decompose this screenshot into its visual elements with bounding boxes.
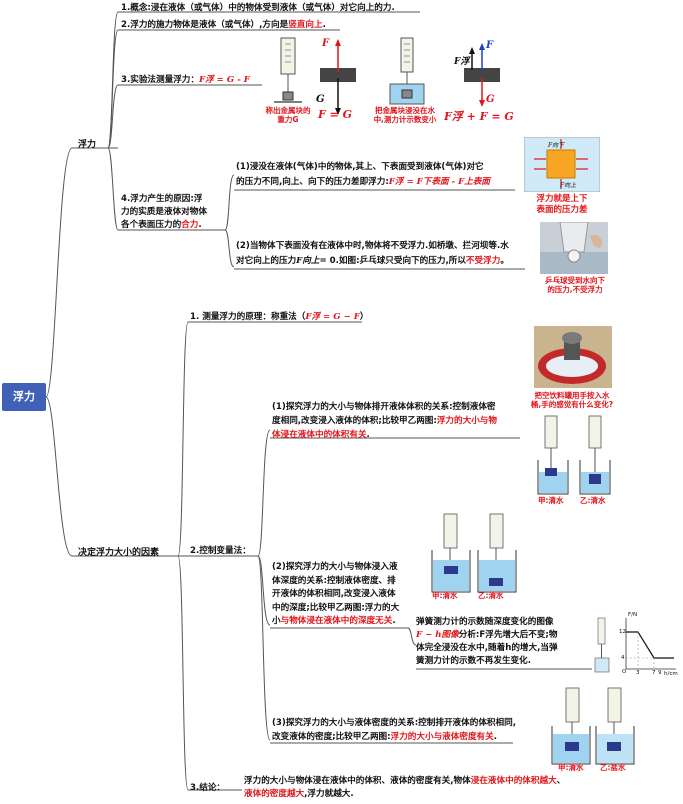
root-node[interactable]: 浮力 — [2, 383, 46, 411]
item-concept[interactable]: 1.概念:浸在液体（或气体）中的物体受到液体（或气体）对它向上的力. — [121, 3, 395, 13]
graph-tick-9: 9 — [658, 670, 662, 676]
sub3-beakers — [551, 687, 635, 765]
cube-top-label: F向下 — [548, 142, 565, 149]
factors-item3-label[interactable]: 3.结论： — [190, 783, 226, 793]
item-measure-formula: F浮 = G - F — [199, 75, 250, 85]
sub2-beakers — [431, 513, 517, 593]
sub3-yi-label: 乙:盐水 — [600, 763, 626, 772]
pressure-cube-figure — [524, 137, 600, 192]
cause-sub1-line1: (1)浸没在液体(气体)中的物体,其上、下表面受到液体(气体)对它 — [236, 162, 484, 172]
graph-tick-7: 7 — [652, 670, 656, 676]
fig-label-G1: G — [316, 94, 325, 105]
item-source-highlight: 竖直向上 — [288, 20, 323, 30]
cause-sub2[interactable]: (2)当物体下表面没有在液体中时,物体将不受浮力.如桥墩、拦河坝等.水 对它向上… — [236, 239, 509, 269]
factors-item1[interactable]: 1. 测量浮力的原理：称重法（F浮 = G − F） — [190, 312, 369, 322]
measure-figures — [274, 37, 500, 115]
cause-sub1-line2: 的压力不同,向上、向下的压力差即浮力:F浮 = F下表面 - F上表面 — [236, 177, 490, 187]
can-photo — [534, 326, 612, 388]
sub2-jia-label: 甲:清水 — [432, 591, 458, 600]
branch-factors-label[interactable]: 决定浮力大小的因素 — [78, 548, 160, 558]
cause-sub2-line2: 对它向上的压力F向上= 0.如图:乒乓球只受向下的压力,所以不受浮力。 — [236, 256, 509, 266]
fig-label-G2: G — [486, 94, 495, 105]
f-h-graph — [594, 617, 676, 673]
fig-label-Ffu: F浮 — [454, 57, 470, 67]
cause-sub1[interactable]: (1)浸没在液体(气体)中的物体,其上、下表面受到液体(气体)对它 的压力不同,… — [236, 160, 490, 190]
item-cause-line3: 各个表面压力的合力. — [121, 220, 202, 230]
can-caption: 把空饮料罐用手按入水 桶,手的感觉有什么变化? — [530, 391, 614, 409]
item-cause-line2: 力的实质是液体对物体 — [121, 207, 207, 217]
branch-buoyancy-label[interactable]: 浮力 — [78, 140, 97, 150]
graph-tick-12: 12 — [619, 629, 626, 635]
graph-origin: O — [622, 669, 627, 675]
fig-label-F2: F — [486, 40, 494, 51]
cube-caption: 浮力就是上下 表面的压力差 — [536, 194, 588, 215]
graph-tick-4: 4 — [621, 655, 625, 661]
sub1-jia-label: 甲:清水 — [538, 496, 564, 505]
sub1-yi-label: 乙:清水 — [580, 496, 606, 505]
cube-bottom-label: F向上 — [560, 182, 577, 189]
factors-sub1[interactable]: (1)探究浮力的大小与物体排开液体体积的关系:控制液体密 度相同,改变浸入液体的… — [272, 402, 497, 440]
factors-item1-formula: F浮 = G − F — [305, 312, 360, 322]
item-source-direction[interactable]: 2.浮力的施力物体是液体（或气体）,方向是竖直向上. — [121, 19, 326, 31]
pingpong-caption: 乒乓球受到水向下 的压力,不受浮力 — [545, 276, 605, 294]
graph-axis-x: h/cm — [664, 671, 678, 677]
item-source-text: 2.浮力的施力物体是液体（或气体）,方向是 — [121, 20, 289, 30]
fig-caption-1: 称出金属块的重力G — [265, 106, 311, 124]
fig-caption-2: 把金属块浸没在水中,测力计示数变小 — [373, 106, 437, 124]
factors-item2-label[interactable]: 2.控制变量法： — [190, 546, 251, 556]
factors-sub2[interactable]: (2)探究浮力的大小与物体浸入液 体深度的关系:控制液体密度、排 开液体的体积相… — [272, 562, 400, 627]
pingpong-photo — [540, 222, 608, 274]
item-source-suffix: . — [322, 20, 326, 30]
fig-eq-1: F = G — [318, 108, 353, 121]
cause-sub2-line1: (2)当物体下表面没有在液体中时,物体将不受浮力.如桥墩、拦河坝等.水 — [236, 241, 509, 251]
item-measure-text: 3.实验法测量浮力： — [121, 75, 199, 85]
fig-label-F1: F — [322, 38, 330, 49]
graph-tick-3: 3 — [636, 670, 640, 676]
sub3-jia-label: 甲:清水 — [558, 763, 584, 772]
cause-sub1-formula: F浮 = F下表面 - F上表面 — [388, 177, 490, 187]
item-measure[interactable]: 3.实验法测量浮力：F浮 = G - F — [121, 74, 250, 86]
factors-sub3[interactable]: (3)探究浮力的大小与液体密度的关系:控制排开液体的体积相同, 改变液体的密度;… — [272, 718, 516, 742]
sub1-beakers — [537, 415, 611, 495]
fig-eq-2: F浮 + F = G — [444, 110, 514, 123]
graph-analysis[interactable]: 弹簧测力计的示数随深度变化的图像 F − h图像分析:F浮先增大后不变;物 体完… — [416, 617, 558, 666]
sub2-yi-label: 乙:清水 — [478, 591, 504, 600]
item-cause-label[interactable]: 4.浮力产生的原因:浮 力的实质是液体对物体 各个表面压力的合力. — [121, 193, 207, 232]
conclusion-text[interactable]: 浮力的大小与物体浸在液体中的体积、液体的密度有关,物体浸在液体中的体积越大、 液… — [244, 776, 566, 799]
item-cause-line1: 4.浮力产生的原因:浮 — [121, 194, 203, 204]
graph-axis-y: F/N — [628, 612, 638, 618]
